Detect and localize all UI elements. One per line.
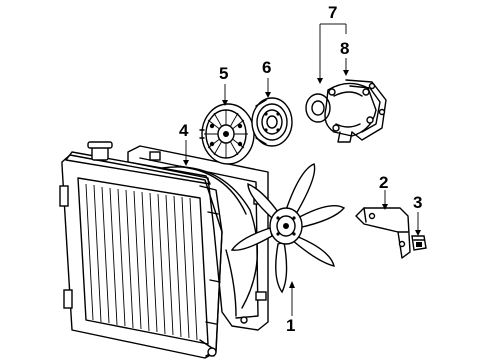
radiator — [59, 141, 223, 359]
callout-7: 7 — [328, 3, 337, 22]
mount-grommet — [411, 235, 427, 251]
leader-lines — [183, 23, 421, 316]
callout-4: 4 — [179, 121, 189, 140]
callout-5: 5 — [219, 64, 228, 83]
callout-6: 6 — [262, 58, 271, 77]
water-pump — [305, 82, 377, 143]
callout-1: 1 — [286, 316, 295, 335]
callout-2: 2 — [379, 173, 388, 192]
callout-8: 8 — [340, 39, 349, 58]
callout-3: 3 — [413, 193, 422, 212]
fan-clutch — [199, 103, 255, 165]
water-pump-gasket — [345, 79, 387, 141]
shroud-bracket — [355, 207, 411, 259]
cooling-fan — [230, 163, 346, 294]
pulley — [251, 97, 293, 147]
